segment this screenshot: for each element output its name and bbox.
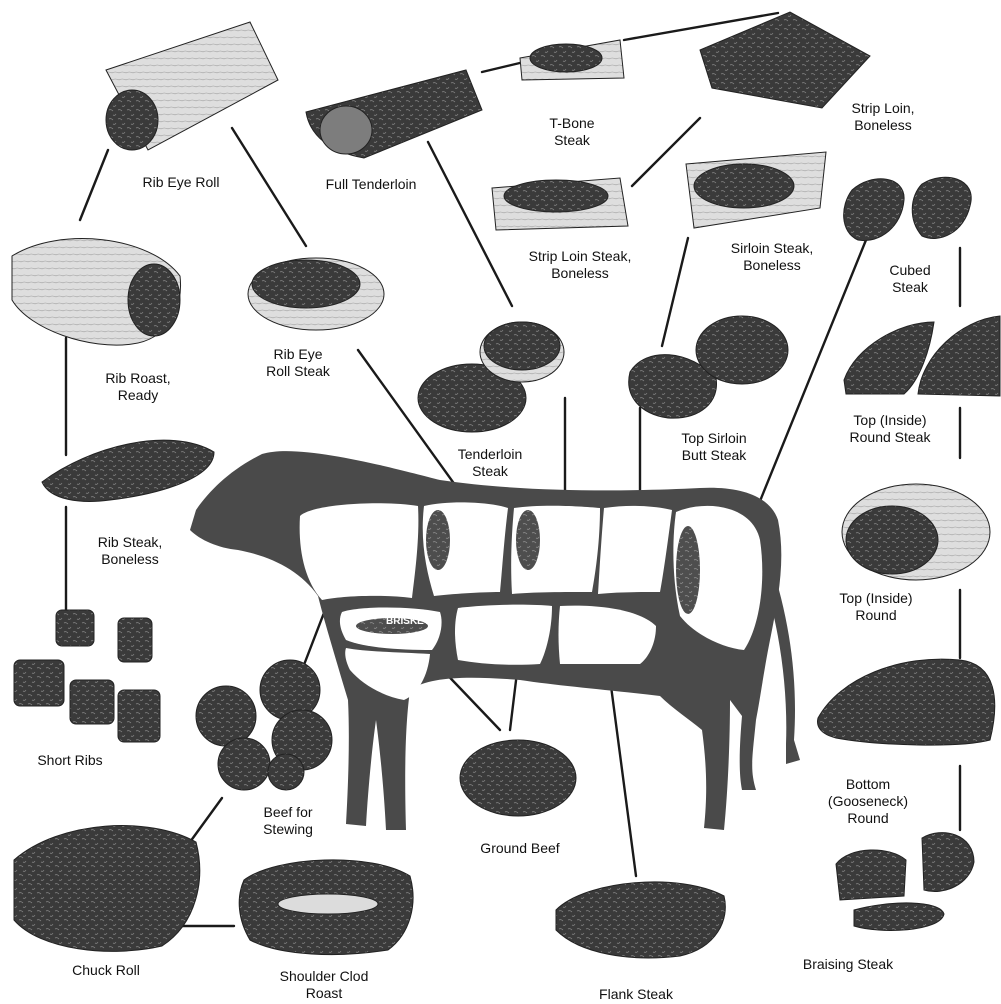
- label-rib-roast-ready: Rib Roast, Ready: [105, 370, 170, 404]
- chuck-roll-image: [14, 826, 200, 952]
- section-label-brisket: BRISKET: [386, 616, 430, 627]
- bottom-round-image: [818, 659, 995, 745]
- label-chuck-roll: Chuck Roll: [72, 962, 140, 979]
- shoulder-clod-roast-image: [239, 860, 413, 955]
- label-t-bone-steak: T-Bone Steak: [549, 115, 594, 149]
- label-beef-for-stewing: Beef for Stewing: [263, 804, 313, 838]
- label-ground-beef: Ground Beef: [480, 840, 559, 857]
- label-short-ribs: Short Ribs: [37, 752, 102, 769]
- top-sirloin-butt-steak-image: [629, 316, 788, 418]
- label-tenderloin-steak: Tenderloin Steak: [458, 446, 523, 480]
- section-label-rib: RIB: [457, 545, 476, 557]
- top-round-image: [842, 484, 990, 580]
- label-rib-steak-boneless: Rib Steak, Boneless: [98, 534, 163, 568]
- label-braising-steak: Braising Steak: [803, 956, 893, 973]
- label-strip-loin-steak-boneless: Strip Loin Steak, Boneless: [529, 248, 632, 282]
- label-strip-loin-boneless: Strip Loin, Boneless: [851, 100, 914, 134]
- label-shoulder-clod-roast: Shoulder Clod Roast: [280, 968, 369, 1002]
- label-sirloin-steak-boneless: Sirloin Steak, Boneless: [731, 240, 813, 274]
- label-top-inside-round: Top (Inside) Round: [839, 590, 912, 624]
- label-flank-steak: Flank Steak: [599, 986, 673, 1003]
- label-top-sirloin-butt-steak: Top Sirloin Butt Steak: [681, 430, 746, 464]
- beef-for-stewing-image: [196, 660, 332, 790]
- ground-beef-image: [460, 740, 576, 816]
- tenderloin-steak-image: [418, 322, 564, 432]
- section-label-flank: FLANK: [583, 631, 620, 643]
- cubed-steak-image: [844, 177, 972, 240]
- t-bone-steak-image: [520, 40, 624, 80]
- label-full-tenderloin: Full Tenderloin: [326, 176, 417, 193]
- label-top-inside-round-steak: Top (Inside) Round Steak: [850, 412, 931, 446]
- strip-loin-boneless-image: [700, 12, 870, 108]
- full-tenderloin-image: [306, 70, 482, 158]
- section-label-sirloin: SIRLOIN: [614, 546, 651, 556]
- rib-eye-roll-steak-image: [248, 258, 384, 330]
- section-chuck: [300, 503, 419, 600]
- rib-roast-image: [12, 239, 181, 346]
- label-rib-eye-roll: Rib Eye Roll: [142, 174, 219, 191]
- braising-steak-image: [836, 833, 974, 931]
- strip-loin-steak-image: [492, 178, 628, 230]
- top-round-steak-image: [844, 316, 1000, 396]
- label-rib-eye-roll-steak: Rib Eye Roll Steak: [266, 346, 330, 380]
- short-ribs-image: [14, 610, 160, 742]
- label-bottom-gooseneck-round: Bottom (Gooseneck) Round: [828, 776, 908, 827]
- section-label-chuck: CHUCK: [334, 530, 382, 545]
- rib-steak-boneless-image: [42, 440, 214, 501]
- rib-eye-roll-image: [106, 22, 278, 150]
- flank-steak-image: [556, 882, 725, 958]
- sirloin-steak-image: [686, 152, 826, 228]
- section-label-round: ROUND: [712, 596, 752, 608]
- label-cubed-steak: Cubed Steak: [889, 262, 930, 296]
